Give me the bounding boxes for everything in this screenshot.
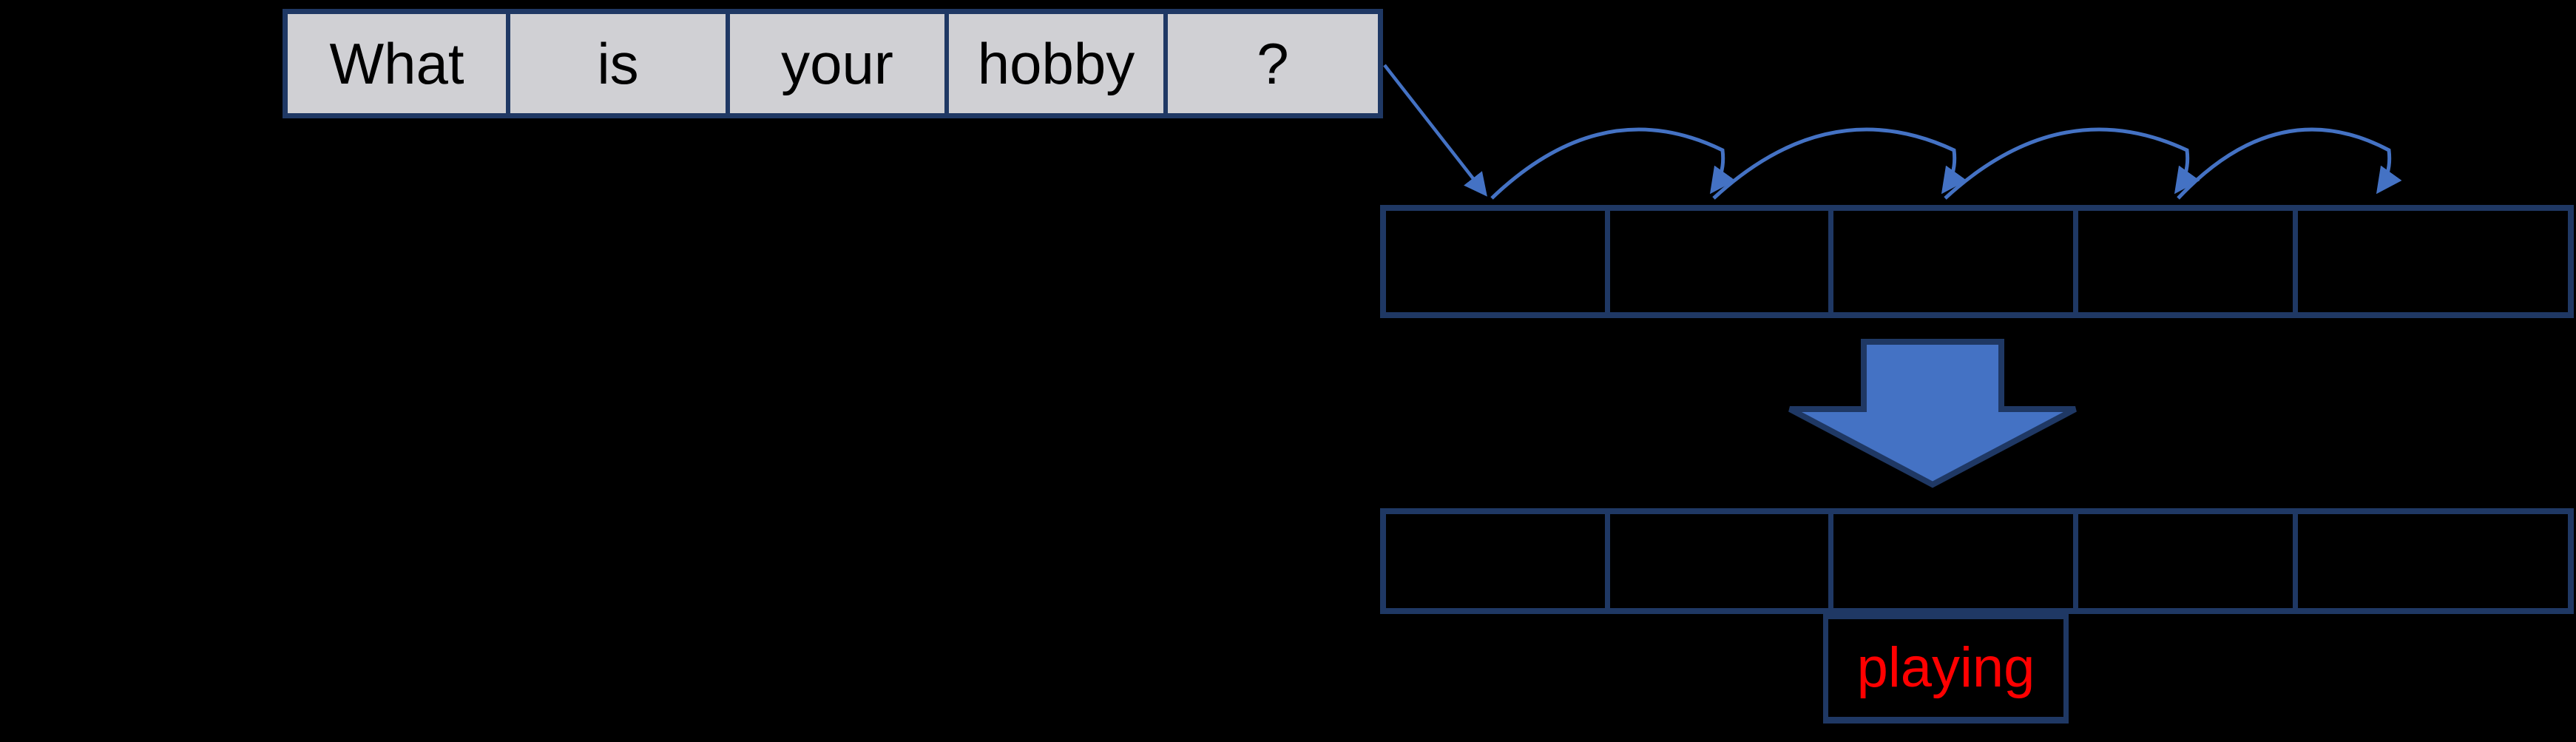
sequence-box xyxy=(1828,514,2073,608)
sequence-box xyxy=(2073,514,2293,608)
sentence-word-cell: is xyxy=(506,14,726,113)
hop-arc-arrow-icon xyxy=(1712,127,1967,200)
predicted-word-label: playing xyxy=(1856,636,2035,699)
sequence-box xyxy=(1605,211,1828,312)
sentence-word-cell: your xyxy=(726,14,944,113)
predicted-word-box: playing xyxy=(1823,614,2069,724)
sentence-word-cell: ? xyxy=(1163,14,1378,113)
sentence-table: What is your hobby ? xyxy=(283,9,1383,118)
input-sequence-row xyxy=(1380,205,2574,318)
sequence-box xyxy=(1605,514,1828,608)
hop-arc-arrow-icon xyxy=(1490,127,1736,200)
sentence-to-sequence-arrow-icon xyxy=(1383,64,1487,197)
hop-arc-arrow-icon xyxy=(1944,127,2200,200)
output-sequence-row xyxy=(1380,508,2574,614)
sentence-word-cell: What xyxy=(288,14,506,113)
sentence-word-cell: hobby xyxy=(944,14,1163,113)
block-down-arrow-icon xyxy=(1788,339,2077,488)
sequence-box xyxy=(2073,211,2293,312)
sequence-box xyxy=(1386,211,1605,312)
sequence-box xyxy=(1828,211,2073,312)
sequence-box xyxy=(2293,211,2568,312)
sequence-box xyxy=(2293,514,2568,608)
sequence-box xyxy=(1386,514,1605,608)
hop-arc-arrow-icon xyxy=(2177,127,2402,200)
